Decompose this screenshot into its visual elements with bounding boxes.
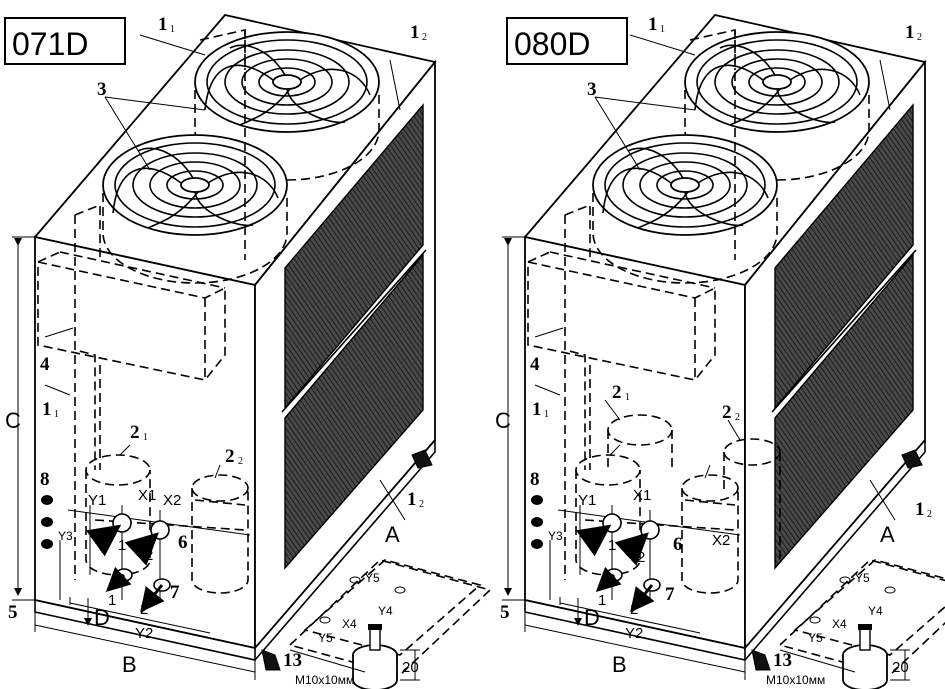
- callout-8: 8: [40, 469, 50, 490]
- port-1-label: 1: [118, 537, 126, 554]
- mount-y4-label: Y4: [378, 604, 393, 618]
- callout-1-1-side-sub: 1: [544, 409, 549, 420]
- dim-a-label: A: [385, 522, 400, 547]
- port-1b-label: 1: [108, 592, 116, 609]
- model-label: 071D: [12, 26, 89, 62]
- callout-13: 13: [283, 650, 302, 671]
- callout-5: 5: [500, 602, 510, 623]
- model-label: 080D: [514, 26, 591, 62]
- callout-3: 3: [587, 79, 597, 100]
- callout-4: 4: [40, 354, 50, 375]
- port-y2-label: Y2: [625, 625, 643, 642]
- callout-1-1-side: 1: [42, 399, 52, 420]
- callout-2-2-sub: 2: [238, 456, 243, 467]
- mount-x4-label: X4: [342, 617, 357, 631]
- mount-y5b-label: Y5: [318, 631, 333, 645]
- port-x2-label: X2: [163, 492, 181, 509]
- mount-y5b-label: Y5: [808, 631, 823, 645]
- callout-1-2-side-sub: 2: [927, 509, 932, 520]
- callout-1-1-top: 1: [648, 14, 658, 35]
- port-2-label: 2: [145, 547, 153, 564]
- port-y1-label: Y1: [88, 492, 106, 509]
- callout-1-1-top-sub: 1: [170, 24, 175, 35]
- bolt-size-label: M10x10мм: [295, 673, 354, 687]
- port-x1-label: X1: [138, 487, 156, 504]
- callout-3: 3: [97, 79, 107, 100]
- foot-height-label: 20: [402, 659, 419, 676]
- port-y2-label: Y2: [135, 625, 153, 642]
- callout-4: 4: [530, 354, 540, 375]
- model-frame: [506, 17, 628, 65]
- dim-c-label: C: [495, 408, 511, 433]
- callout-1-2-side: 1: [407, 489, 417, 510]
- dim-b-label: B: [612, 652, 627, 677]
- callout-1-1-top-sub: 1: [660, 24, 665, 35]
- callout-1-2-top-sub: 2: [917, 32, 922, 43]
- mount-y5-label: Y5: [855, 571, 870, 585]
- port-2b-label: 2: [630, 601, 638, 618]
- port-1b-label: 1: [598, 592, 606, 609]
- callout-2-1: 2: [612, 382, 622, 403]
- callout-2-1-sub: 1: [143, 432, 148, 443]
- port-y3-label: Y3: [58, 529, 73, 543]
- dim-d-label: D: [584, 605, 600, 630]
- callout-1-1-side: 1: [532, 399, 542, 420]
- callout-1-2-side: 1: [915, 499, 925, 520]
- callout-2-1: 2: [130, 422, 140, 443]
- callout-1-2-side-sub: 2: [419, 499, 424, 510]
- right-panel: 080D 1 1 1 2 3 4 1 1 2 1 2 2 8 6 7 5 1 2…: [495, 14, 945, 689]
- port-y1-label: Y1: [578, 492, 596, 509]
- dim-a-label: A: [880, 522, 895, 547]
- model-frame: [4, 17, 126, 65]
- foot-height-label: 20: [892, 659, 909, 676]
- port-2b-label: 2: [140, 601, 148, 618]
- port-x1-label: X1: [633, 487, 651, 504]
- port-2-label: 2: [637, 549, 645, 566]
- callout-8: 8: [530, 469, 540, 490]
- dim-b-label: B: [122, 652, 137, 677]
- dim-c-label: C: [5, 408, 21, 433]
- mount-x4-label: X4: [832, 617, 847, 631]
- bolt-size-label: M10x10мм: [766, 673, 825, 687]
- callout-13: 13: [773, 650, 792, 671]
- callout-2-1-sub: 1: [625, 392, 630, 403]
- mount-y5-label: Y5: [365, 571, 380, 585]
- callout-1-2-top-sub: 2: [422, 32, 427, 43]
- callout-6: 6: [673, 534, 683, 555]
- callout-1-1-top: 1: [158, 14, 168, 35]
- callout-6: 6: [178, 532, 188, 553]
- callout-1-2-top: 1: [410, 22, 420, 43]
- mount-y4-label: Y4: [868, 604, 883, 618]
- left-panel: 071D 1 1 1 2 3 4 1 1 2 1 2 2 8 6 7 5 1 2…: [4, 14, 490, 689]
- callout-2-2: 2: [225, 446, 235, 467]
- callout-5: 5: [8, 602, 18, 623]
- port-y3-label: Y3: [548, 529, 563, 543]
- callout-1-1-side-sub: 1: [54, 409, 59, 420]
- port-x2-label: X2: [712, 532, 730, 549]
- callout-2-2-sub: 2: [735, 412, 740, 423]
- callout-1-2-top: 1: [905, 22, 915, 43]
- callout-2-2: 2: [722, 402, 732, 423]
- port-1-label: 1: [608, 537, 616, 554]
- dim-d-label: D: [94, 605, 110, 630]
- callout-7: 7: [170, 582, 180, 603]
- callout-7: 7: [665, 584, 675, 605]
